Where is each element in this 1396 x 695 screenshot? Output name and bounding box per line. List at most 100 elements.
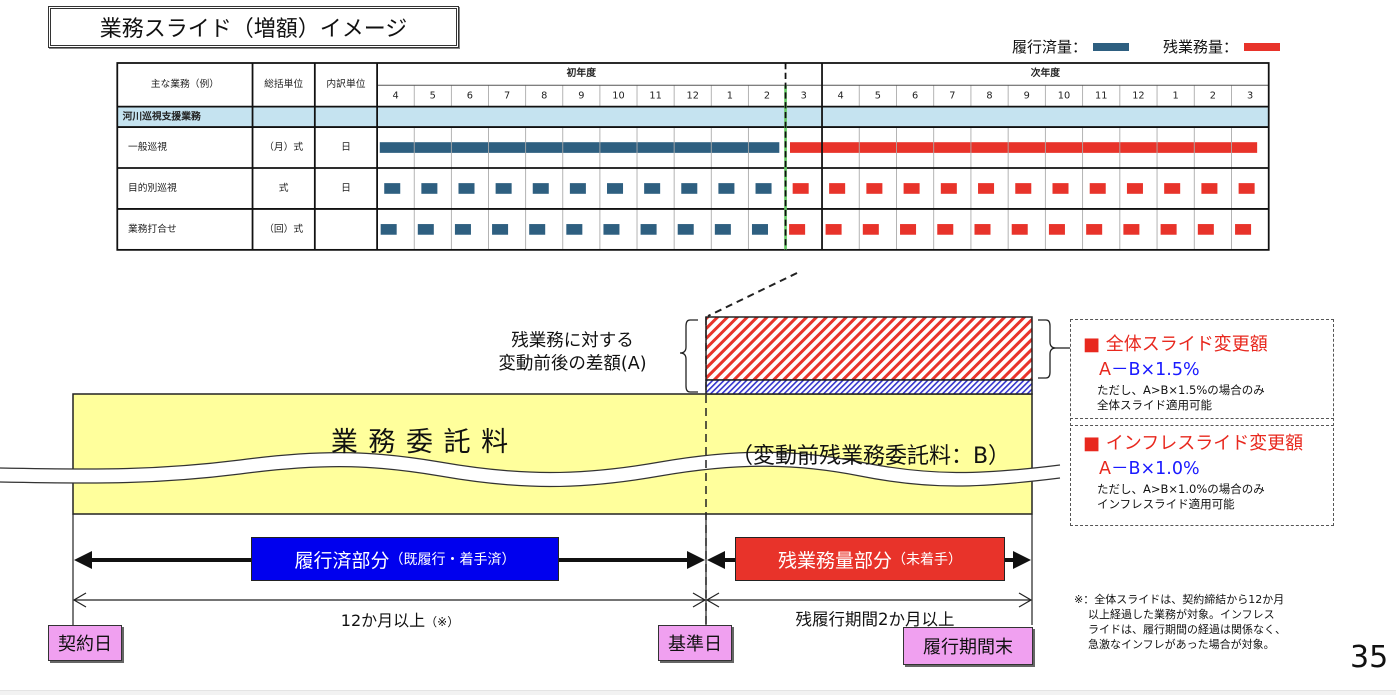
row-task: 目的別巡視	[128, 181, 177, 194]
row-task: 業務打合せ	[128, 222, 177, 235]
bar-done	[755, 183, 772, 194]
bar-done	[380, 224, 397, 235]
footnote-line: 以上経過した業務が対象。インフレス	[1088, 608, 1275, 621]
difference-label-line2: 変動前後の差額(A)	[498, 354, 647, 374]
break-wave	[0, 452, 1060, 487]
bar-remaining	[1089, 183, 1106, 194]
done-part-box: 履行済部分（既履行・着手済）	[251, 537, 559, 581]
difference-label-line1: 残業務に対する	[511, 331, 634, 351]
month-label: 8	[986, 90, 992, 101]
bar-done	[644, 183, 661, 194]
done-part-label: 履行済部分	[294, 549, 390, 572]
difference-label: 残業務に対する 変動前後の差額(A)	[470, 330, 675, 376]
row-detail-unit: 日	[341, 183, 351, 194]
inflation-slide-box: ■ インフレスライド変更額 A－B×1.0% ただし、A>B×1.0%の場合のみ…	[1070, 418, 1334, 526]
bar-remaining	[940, 183, 957, 194]
month-label: 7	[949, 90, 955, 101]
note-line1: ただし、A>B×1.5%の場合のみ	[1097, 383, 1265, 397]
period1-sub: （※）	[425, 615, 460, 629]
month-label: 4	[838, 90, 844, 101]
bar-done	[492, 224, 509, 235]
row-task: 一般巡視	[128, 140, 167, 153]
formula-a: A	[1099, 459, 1111, 479]
inflation-slide-heading: ■ インフレスライド変更額	[1083, 433, 1304, 454]
legend: 履行済量： 残業務量：	[1012, 36, 1281, 57]
slide-title: 業務スライド（増額）イメージ	[48, 6, 459, 48]
row-summary-unit: 式	[279, 181, 289, 194]
bar-remaining	[1197, 224, 1214, 235]
arrowhead-left	[74, 551, 92, 569]
overall-slide-box: ■ 全体スライド変更額 A－B×1.5% ただし、A>B×1.5%の場合のみ 全…	[1070, 319, 1334, 426]
formula-rest: －B×1.0%	[1110, 459, 1200, 479]
contract-date-tag: 契約日	[48, 625, 122, 661]
header-task: 主な業務（例）	[151, 77, 219, 90]
bar-remaining	[792, 183, 809, 194]
bar-remaining	[1235, 224, 1252, 235]
bar-done	[421, 183, 438, 194]
month-label: 12	[1132, 90, 1144, 101]
month-label: 9	[1024, 90, 1030, 101]
category-cell	[117, 106, 253, 128]
bar-done	[384, 183, 401, 194]
overall-slide-heading: ■ 全体スライド変更額	[1083, 334, 1268, 355]
category-cell	[252, 106, 315, 128]
month-label: 6	[912, 90, 918, 101]
bar-remaining	[1015, 183, 1032, 194]
footnote: ※：全体スライドは、契約締結から12か月 以上経過した業務が対象。インフレス ラ…	[1074, 592, 1286, 652]
month-label: 6	[467, 90, 473, 101]
month-label: 12	[686, 90, 698, 101]
legend-done-swatch	[1093, 42, 1130, 51]
month-label: 10	[612, 90, 624, 101]
month-label: 4	[393, 90, 399, 101]
month-label: 3	[1247, 90, 1253, 101]
month-label: 5	[875, 90, 881, 101]
month-label: 7	[504, 90, 510, 101]
arrowhead-right	[687, 551, 705, 569]
remaining-fee-label: （変動前残業務委託料：B）	[730, 444, 1011, 469]
bar-remaining	[1086, 224, 1103, 235]
month-label: 1	[1173, 90, 1179, 101]
bar-done	[603, 224, 620, 235]
month-label: 11	[1095, 90, 1107, 101]
month-label: 9	[578, 90, 584, 101]
row-summary-unit: （月）式	[264, 140, 303, 153]
category-cell	[314, 106, 378, 128]
bar-done	[495, 183, 512, 194]
end-of-period-tag: 履行期間末	[903, 627, 1033, 665]
bar-remaining	[1164, 183, 1181, 194]
bar-remaining	[1238, 183, 1255, 194]
period2-label: 残履行期間2か月以上	[795, 610, 955, 629]
bar-remaining	[937, 224, 954, 235]
period1-text: 12か月以上	[340, 611, 426, 630]
footnote-line: 急激なインフレがあった場合が対象。	[1088, 638, 1275, 651]
month-label: 2	[764, 90, 770, 101]
page-number: 35	[1350, 640, 1389, 675]
header-year1: 初年度	[567, 66, 597, 79]
footnote-line: ※：全体スライドは、契約締結から12か月	[1074, 593, 1285, 606]
month-label: 3	[801, 90, 807, 101]
month-label: 10	[1058, 90, 1070, 101]
bar-remaining	[1011, 224, 1028, 235]
legend-remaining-label: 残業務量：	[1163, 38, 1239, 56]
bar-remaining	[974, 224, 991, 235]
left-brace	[679, 319, 698, 393]
bar-done	[751, 224, 768, 235]
row-detail-unit: 日	[341, 142, 351, 153]
bar-done	[532, 183, 549, 194]
bar-done	[718, 183, 735, 194]
period1-label: 12か月以上（※）	[300, 607, 500, 631]
remaining-part-box: 残業務量部分（未着手）	[735, 537, 1005, 581]
difference-blue-hatch	[705, 379, 1033, 395]
formula-a: A	[1099, 360, 1111, 380]
bar-remaining	[903, 183, 920, 194]
inflation-slide-formula: A－B×1.0%	[1099, 455, 1200, 480]
bar-done	[607, 183, 624, 194]
fee-label: 業 務 委 託 料	[330, 427, 510, 458]
row-summary-unit: （回）式	[264, 222, 303, 235]
footnote-line: ライドは、履行期間の経過は関係なく、	[1088, 623, 1286, 636]
month-label: 11	[649, 90, 661, 101]
right-brace	[1038, 319, 1057, 379]
bar-remaining	[866, 183, 883, 194]
bar-remaining	[789, 224, 806, 235]
